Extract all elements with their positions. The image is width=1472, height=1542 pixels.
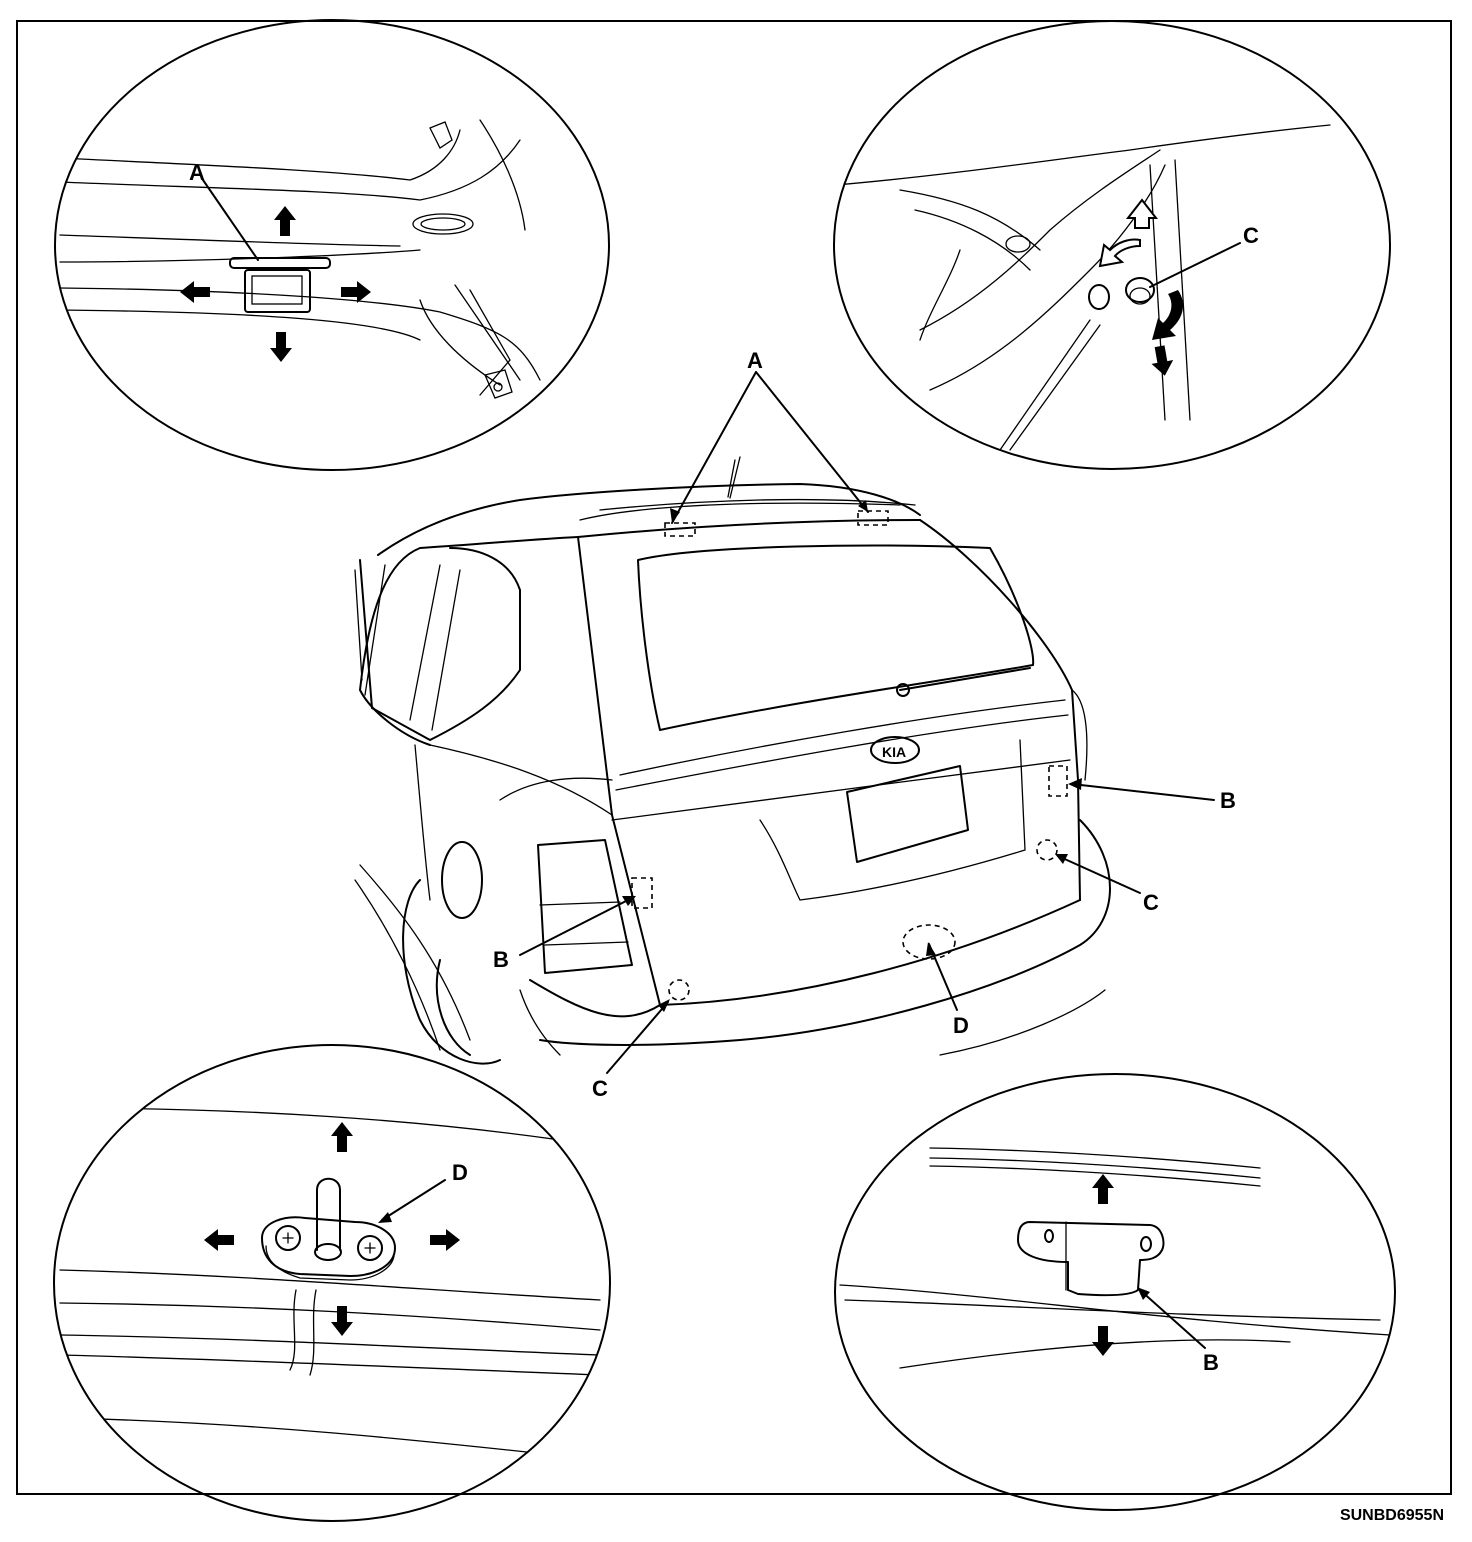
arrow-down-icon [270,332,292,362]
figure-code: SUNBD6955N [1339,1507,1444,1524]
arrow-down-icon [1148,344,1176,378]
striker-a-location [857,510,889,526]
stopper-c-part [1088,277,1155,310]
rotate-arrow-icon [1098,238,1141,268]
callout-label-b: B [1203,1350,1219,1375]
arrow-left-icon [180,281,210,303]
stopper-c-location [1036,839,1058,861]
vehicle-rear-view: KIA [354,456,1111,1065]
leader-line [202,179,259,261]
detail-stopper-c: C [833,20,1391,470]
callout-label-c: C [1243,223,1259,248]
rotate-arrow-solid-icon [1152,290,1184,340]
arrow-down-icon [1092,1326,1114,1356]
brand-emblem: KIA [882,744,906,760]
arrow-up-icon [1092,1174,1114,1204]
callout-label-c: C [592,1076,608,1101]
callout-label-b: B [493,947,509,972]
arrow-right-icon [430,1229,460,1251]
detail-bumper-b: B [834,1073,1396,1511]
figure-frame [16,20,1452,1495]
leader-line [381,1179,446,1221]
callout-label-b: B [1220,788,1236,813]
bumper-b-location [631,877,653,909]
leader-line [1149,242,1241,288]
callout-label-d: D [953,1013,969,1038]
stopper-c-location [668,979,690,1001]
callout-label-a: A [747,348,763,373]
arrow-down-icon [331,1306,353,1336]
callout-label-c: C [1143,890,1159,915]
striker-a-location [664,522,696,537]
bumper-b-part [1017,1221,1165,1297]
callout-label-a: A [189,160,205,185]
arrow-left-icon [204,1229,234,1251]
leader-line [1139,1289,1206,1349]
arrow-up-icon [274,206,296,236]
striker-a-bracket [229,257,331,313]
striker-d-plate [261,1177,396,1281]
detail-striker-d: D [53,1044,611,1522]
arrow-up-icon [331,1122,353,1152]
hollow-arrow-up-icon [1125,198,1159,229]
central-callouts: A B B C C D [493,348,1236,1101]
bumper-b-location [1048,765,1068,797]
detail-striker-a: A [54,19,610,471]
striker-d-location [902,924,956,960]
callout-label-d: D [452,1160,468,1185]
